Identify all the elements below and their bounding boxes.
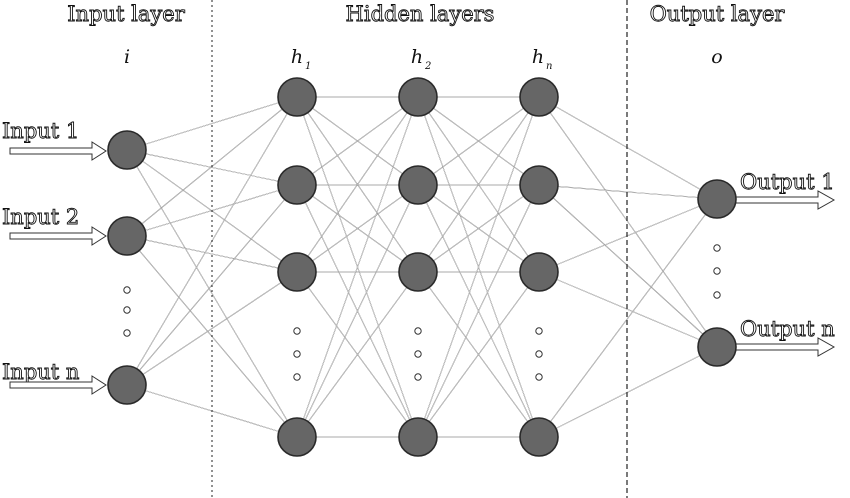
ellipsis-dot: [123, 306, 131, 314]
hidden1-neuron-1: [277, 77, 317, 117]
connection-edge: [126, 271, 298, 386]
neurons: [107, 77, 737, 457]
input-symbol: i: [124, 46, 130, 68]
h1-subscript: 1: [305, 61, 311, 72]
hidden2-neuron-1: [398, 77, 438, 117]
ellipsis-dot: [414, 373, 422, 381]
connection-edge: [296, 96, 419, 186]
input-n-arrow: [9, 375, 107, 395]
ellipsis-dot: [123, 329, 131, 337]
input-1-arrow: [9, 141, 107, 161]
connection-edge: [538, 346, 718, 438]
hn-subscript: n: [546, 61, 552, 72]
ellipsis-dot: [535, 373, 543, 381]
output-neuron-1: [697, 179, 737, 219]
connection-edge: [538, 271, 718, 348]
connection-edge: [417, 271, 540, 438]
hidden2-neuron-4: [398, 417, 438, 457]
hidden2-neuron-2: [398, 165, 438, 205]
connection-edge: [126, 149, 298, 186]
hiddenn-neuron-3: [519, 252, 559, 292]
input-neuron-3: [107, 365, 147, 405]
connection-edge: [126, 235, 298, 273]
ellipsis-dot: [414, 350, 422, 358]
connection-edge: [126, 96, 298, 151]
input-1-label: Input 1: [2, 119, 79, 143]
input-n-label: Input n: [2, 360, 79, 384]
connection-edge: [538, 198, 718, 273]
connection-edge: [296, 96, 419, 438]
connection-edge: [296, 184, 419, 438]
hiddenn-neuron-2: [519, 165, 559, 205]
connection-edge: [417, 184, 540, 273]
ellipsis-dot: [293, 350, 301, 358]
ellipsis-dots: [123, 244, 721, 381]
ellipsis-dot: [713, 267, 721, 275]
input-neuron-2: [107, 216, 147, 256]
connection-edge: [417, 184, 540, 438]
h1-symbol: h: [291, 46, 303, 68]
input-2-label: Input 2: [2, 205, 79, 229]
output-neuron-2: [697, 327, 737, 367]
output-symbol: o: [711, 46, 722, 68]
h2-subscript: 2: [424, 61, 431, 72]
ellipsis-dot: [535, 327, 543, 335]
h2-symbol: h: [411, 46, 423, 68]
output-1-arrow: [734, 190, 836, 210]
ellipsis-dot: [123, 286, 131, 294]
ellipsis-dot: [535, 350, 543, 358]
hidden1-neuron-3: [277, 252, 317, 292]
connection-edge: [126, 149, 298, 438]
ellipsis-dot: [293, 327, 301, 335]
ellipsis-dot: [293, 373, 301, 381]
input-layer-header: Input layer: [67, 2, 185, 26]
connection-edge: [296, 96, 419, 273]
hiddenn-neuron-4: [519, 417, 559, 457]
hidden1-neuron-4: [277, 417, 317, 457]
connection-edge: [417, 96, 540, 186]
output-1-label: Output 1: [740, 170, 835, 194]
hidden1-neuron-2: [277, 165, 317, 205]
connection-edge: [417, 96, 540, 438]
ellipsis-dot: [713, 291, 721, 299]
output-n-label: Output n: [740, 317, 835, 341]
connection-edge: [538, 184, 718, 348]
connection-edge: [538, 184, 718, 200]
input-neuron-1: [107, 130, 147, 170]
hidden-layers-header: Hidden layers: [346, 2, 495, 26]
input-2-arrow: [9, 226, 107, 246]
hiddenn-neuron-1: [519, 77, 559, 117]
output-n-arrow: [734, 337, 836, 357]
connection-edge: [538, 96, 718, 348]
ellipsis-dot: [713, 244, 721, 252]
ellipsis-dot: [414, 327, 422, 335]
hn-symbol: h: [532, 46, 544, 68]
connection-edge: [538, 96, 718, 200]
connections: [126, 96, 718, 438]
output-layer-header: Output layer: [650, 2, 786, 26]
hidden2-neuron-3: [398, 252, 438, 292]
connection-edge: [296, 271, 419, 438]
connection-edge: [538, 198, 718, 438]
connection-edge: [417, 96, 540, 273]
connection-edge: [296, 184, 419, 273]
